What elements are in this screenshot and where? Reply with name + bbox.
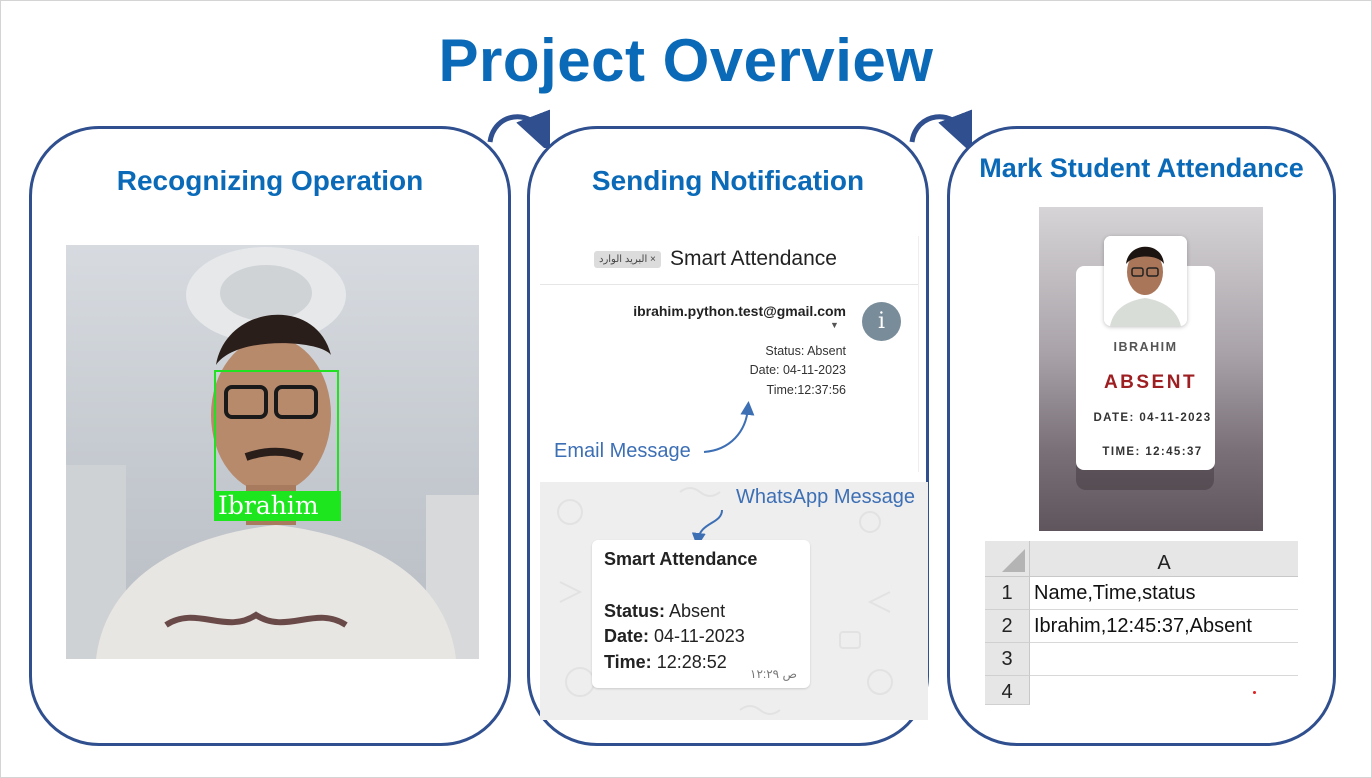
email-status: Status: Absent bbox=[765, 344, 846, 358]
email-header bbox=[540, 236, 918, 285]
whatsapp-title: Smart Attendance bbox=[604, 549, 758, 569]
flow-arrow-1 bbox=[487, 108, 550, 148]
chevron-down-icon[interactable]: ▼ bbox=[830, 320, 839, 330]
recognizing-title: Recognizing Operation bbox=[116, 165, 424, 196]
page-title: Project Overview bbox=[438, 27, 934, 94]
card-student-name: IBRAHIM bbox=[1113, 340, 1178, 354]
card-time: TIME: 12:45:37 bbox=[1102, 446, 1203, 458]
row-number[interactable]: 3 bbox=[985, 643, 1030, 676]
row-number[interactable]: 2 bbox=[985, 610, 1030, 643]
whatsapp-date-value: 04-11-2023 bbox=[654, 626, 745, 646]
email-card bbox=[540, 236, 919, 472]
whatsapp-callout: WhatsApp Message bbox=[736, 486, 915, 508]
spreadsheet-cell[interactable]: Ibrahim,12:45:37,Absent bbox=[1030, 610, 1298, 643]
inbox-chip[interactable]: البريد الوارد × bbox=[594, 251, 661, 268]
spreadsheet-column-header[interactable]: A bbox=[1030, 541, 1298, 577]
email-sender: ibrahim.python.test@gmail.com bbox=[633, 303, 846, 319]
notification-title: Sending Notification bbox=[591, 165, 865, 196]
spreadsheet-cell[interactable] bbox=[1030, 676, 1298, 705]
whatsapp-status-line: Status: Absent bbox=[604, 601, 725, 622]
row-number[interactable]: 4 bbox=[985, 676, 1030, 705]
cursor-dot bbox=[1253, 691, 1256, 694]
email-subject: Smart Attendance bbox=[670, 247, 837, 270]
spreadsheet-cell[interactable] bbox=[1030, 643, 1298, 676]
whatsapp-time-label: Time: bbox=[604, 652, 652, 672]
email-time: Time:12:37:56 bbox=[766, 383, 846, 397]
whatsapp-time-line: Time: 12:28:52 bbox=[604, 652, 727, 673]
whatsapp-time-value: 12:28:52 bbox=[656, 652, 727, 672]
flow-arrow-2 bbox=[909, 108, 972, 148]
whatsapp-date-line: Date: 04-11-2023 bbox=[604, 626, 745, 647]
card-status: ABSENT bbox=[1103, 372, 1198, 393]
email-date: Date: 04-11-2023 bbox=[749, 363, 846, 377]
avatar: i bbox=[862, 302, 901, 341]
face-detection-box bbox=[214, 370, 339, 493]
spreadsheet-cell[interactable]: Name,Time,status bbox=[1030, 577, 1298, 610]
spreadsheet-select-all[interactable] bbox=[985, 541, 1030, 577]
card-date: DATE: 04-11-2023 bbox=[1093, 412, 1212, 424]
face-label: Ibrahim bbox=[214, 491, 341, 521]
whatsapp-timestamp: ص ١٢:٢٩ bbox=[750, 667, 797, 681]
whatsapp-date-label: Date: bbox=[604, 626, 650, 646]
student-photo bbox=[1104, 236, 1187, 326]
whatsapp-callout-arrow bbox=[691, 509, 723, 547]
whatsapp-status-label: Status: bbox=[604, 601, 666, 621]
email-callout: Email Message bbox=[554, 440, 691, 462]
attendance-title: Mark Student Attendance bbox=[979, 153, 1304, 183]
row-number[interactable]: 1 bbox=[985, 577, 1030, 610]
email-callout-arrow bbox=[703, 401, 755, 453]
whatsapp-message-bubble bbox=[592, 540, 810, 688]
whatsapp-status-value: Absent bbox=[669, 601, 726, 621]
recognition-photo bbox=[66, 245, 479, 659]
